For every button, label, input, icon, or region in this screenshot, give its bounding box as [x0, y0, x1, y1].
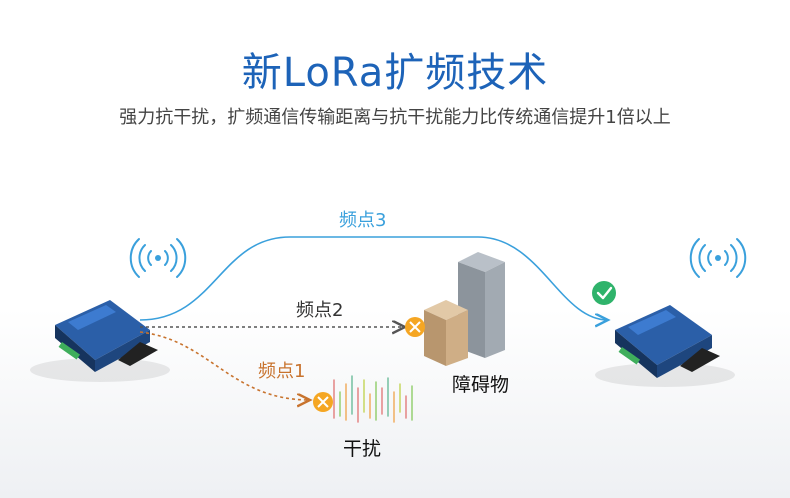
obstacle-label: 障碍物	[452, 374, 510, 396]
freq1-path	[139, 331, 310, 400]
freq3-label: 频点3	[339, 210, 387, 231]
check-circle-icon	[592, 281, 616, 305]
interference-label: 干扰	[343, 438, 382, 460]
freq1-label: 频点1	[258, 361, 306, 382]
x-circle-icon	[405, 317, 425, 337]
page-subtitle: 强力抗干扰，扩频通信传输距离与抗干扰能力比传统通信提升1倍以上	[119, 107, 671, 128]
x-circle-icon	[313, 392, 333, 412]
wifi-signal-icon	[129, 238, 187, 278]
obstacle-buildings	[424, 252, 505, 366]
lora-device-left	[30, 300, 170, 382]
freq2-label: 频点2	[296, 300, 344, 321]
lora-device-right	[595, 305, 735, 387]
freq3-path	[139, 236, 608, 320]
page-title: 新LoRa扩频技术	[241, 50, 549, 96]
wifi-signal-icon	[689, 238, 747, 278]
interference-bars	[333, 375, 413, 423]
